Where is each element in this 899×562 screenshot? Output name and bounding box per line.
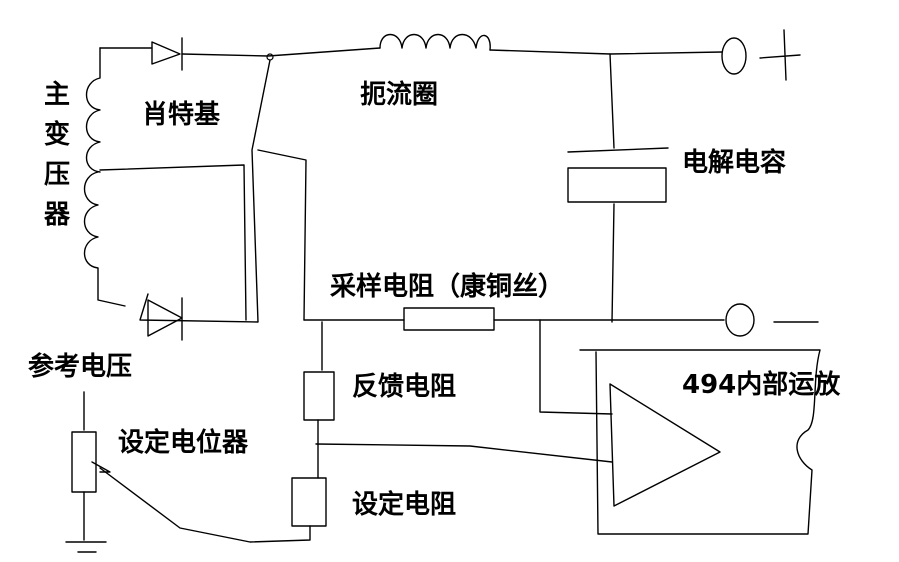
reference-voltage-label: 参考电压 <box>28 352 133 382</box>
electrolytic-cap-label: 电解电容 <box>682 148 787 178</box>
choke-label: 扼流圈 <box>360 80 439 110</box>
set-resistor-label: 设定电阻 <box>352 490 457 520</box>
schottky-diode-symbol <box>151 37 183 71</box>
schottky-label: 肖特基 <box>142 100 221 130</box>
main-transformer-label: 主 变 压 器 <box>44 82 70 242</box>
opamp-triangle <box>609 383 721 507</box>
output-terminal-bottom <box>725 303 755 337</box>
feedback-resistor-symbol <box>303 371 335 421</box>
set-resistor-symbol <box>291 477 327 527</box>
transformer-coil-lower <box>83 171 126 307</box>
main-transformer-char-2: 变 <box>44 120 71 150</box>
output-terminal-top <box>721 37 747 75</box>
transformer-coil-upper <box>85 47 101 173</box>
schottky-diode-lower-symbol <box>147 297 183 341</box>
sampling-resistor-label: 采样电阻（康铜丝） <box>330 272 565 302</box>
main-transformer-char-1: 主 <box>44 80 71 110</box>
choke-inductor-symbol <box>379 33 491 51</box>
feedback-resistor-label: 反馈电阻 <box>352 372 457 402</box>
opamp-label: 494内部运放 <box>682 370 841 400</box>
sampling-resistor-symbol <box>403 307 495 331</box>
capacitor-plate-bottom <box>567 167 667 203</box>
opamp-box <box>579 349 821 535</box>
capacitor-plate-top <box>567 147 669 153</box>
main-transformer-char-3: 压 <box>44 160 71 190</box>
set-potentiometer-label: 设定电位器 <box>118 428 249 458</box>
main-transformer-char-4: 器 <box>44 200 71 230</box>
